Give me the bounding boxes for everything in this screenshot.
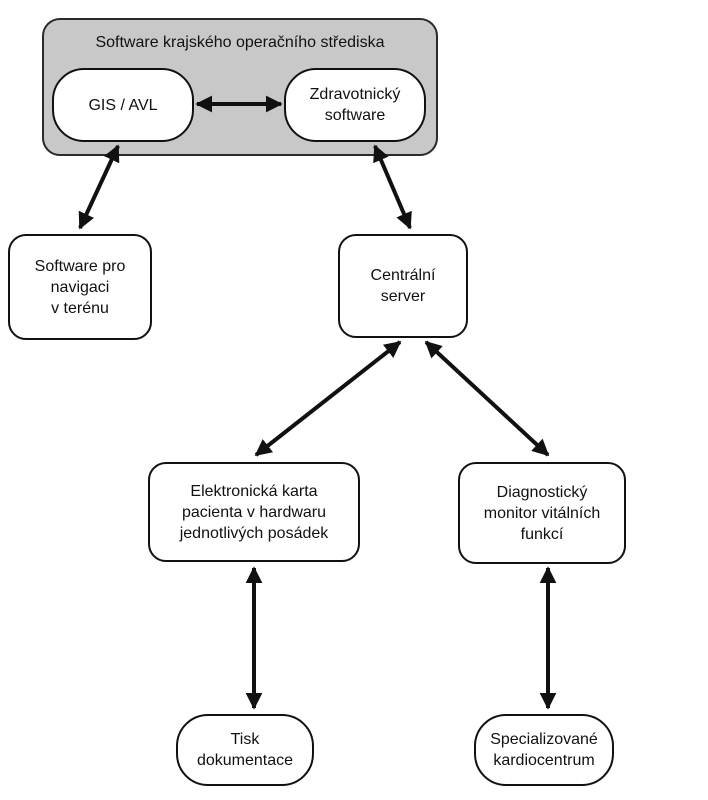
arrow-server-card: [254, 340, 402, 457]
gis-avl-node: GIS / AVL: [52, 68, 194, 142]
cardiocenter-node: Specializované kardiocentrum: [474, 714, 614, 786]
central-server-node: Centrální server: [338, 234, 468, 338]
diagnostic-monitor-node: Diagnostický monitor vitálních funkcí: [458, 462, 626, 564]
health-software-node: Zdravotnický software: [284, 68, 426, 142]
navigation-software-node: Software pro navigaci v terénu: [8, 234, 152, 340]
arrow-gis-navigation: [78, 144, 120, 230]
group-title: Software krajského operačního střediska: [95, 34, 385, 51]
patient-card-node: Elektronická karta pacienta v hardwaru j…: [148, 462, 360, 562]
arrow-server-monitor: [424, 340, 550, 457]
arrow-health-server: [373, 144, 412, 230]
print-documentation-node: Tisk dokumentace: [176, 714, 314, 786]
